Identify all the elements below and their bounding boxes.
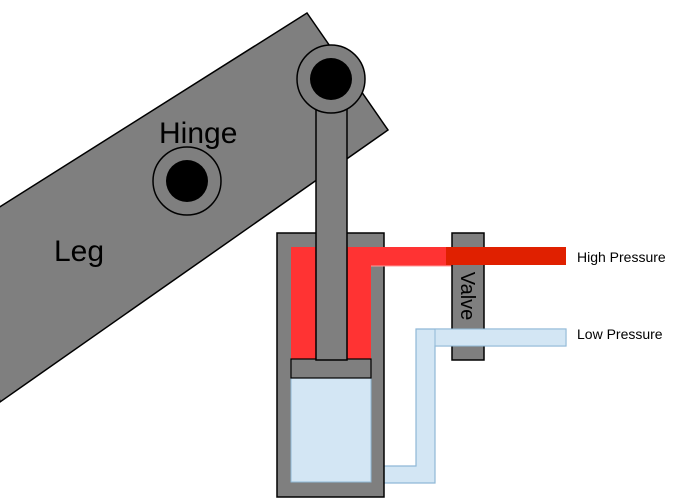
hinge-pin xyxy=(152,146,222,216)
high-pressure-label: High Pressure xyxy=(577,249,666,265)
piston-rod xyxy=(315,84,348,361)
hinge-label: Hinge xyxy=(159,117,237,150)
low-pressure-valve-port xyxy=(434,328,567,347)
rod-eye xyxy=(296,44,366,114)
piston xyxy=(290,358,372,379)
high-pressure-supply-line xyxy=(446,247,566,265)
low-pressure-label: Low Pressure xyxy=(577,326,663,342)
high-pressure-line xyxy=(371,247,452,266)
valve-label: Valve xyxy=(456,272,478,321)
low-pressure-chamber xyxy=(290,377,372,483)
leg-label: Leg xyxy=(54,235,104,268)
